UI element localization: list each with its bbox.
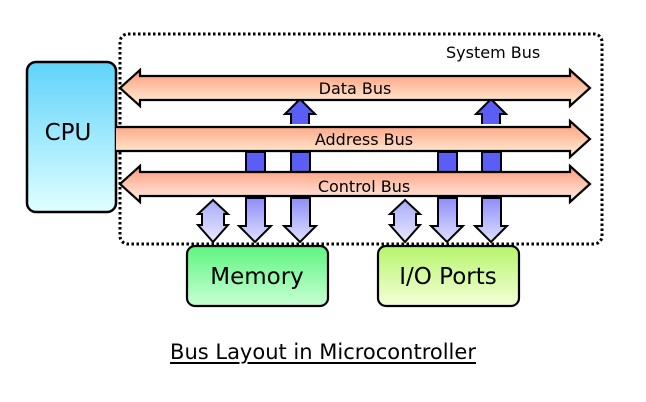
memory-data-link-bar — [290, 151, 311, 175]
io-address-link-bar — [437, 151, 458, 175]
control-bus-label: Control Bus — [318, 177, 410, 196]
memory-to-data-up-arrow-icon — [282, 97, 318, 124]
control-bus: Control Bus — [118, 163, 592, 205]
data-bus-label: Data Bus — [319, 79, 392, 98]
memory-label: Memory — [210, 264, 304, 290]
memory-control-bidirectional-arrow-icon — [195, 198, 231, 244]
memory-connections — [195, 197, 319, 244]
io-control-bidirectional-arrow-icon — [387, 198, 423, 244]
data-up-arrows — [282, 97, 509, 124]
diagram-caption: Bus Layout in Microcontroller — [170, 340, 476, 364]
memory-data-down-arrow-icon — [281, 197, 319, 244]
io-ports-block: I/O Ports — [376, 244, 521, 308]
io-data-down-arrow-icon — [472, 197, 510, 244]
memory-block: Memory — [185, 244, 330, 308]
io-connections — [387, 197, 510, 244]
data-bus: Data Bus — [118, 67, 592, 109]
cpu-label: CPU — [45, 120, 92, 146]
io-data-link-bar — [481, 151, 502, 175]
io-address-down-arrow-icon — [428, 197, 466, 244]
io-to-data-up-arrow-icon — [473, 97, 509, 124]
system-bus-label: System Bus — [446, 43, 540, 62]
memory-address-link-bar — [245, 151, 266, 175]
cpu-block: CPU — [25, 60, 118, 214]
memory-address-down-arrow-icon — [236, 197, 274, 244]
io-ports-label: I/O Ports — [399, 264, 497, 290]
address-bus: Address Bus — [116, 118, 592, 160]
address-bus-label: Address Bus — [315, 130, 413, 149]
link-bars — [245, 151, 502, 175]
